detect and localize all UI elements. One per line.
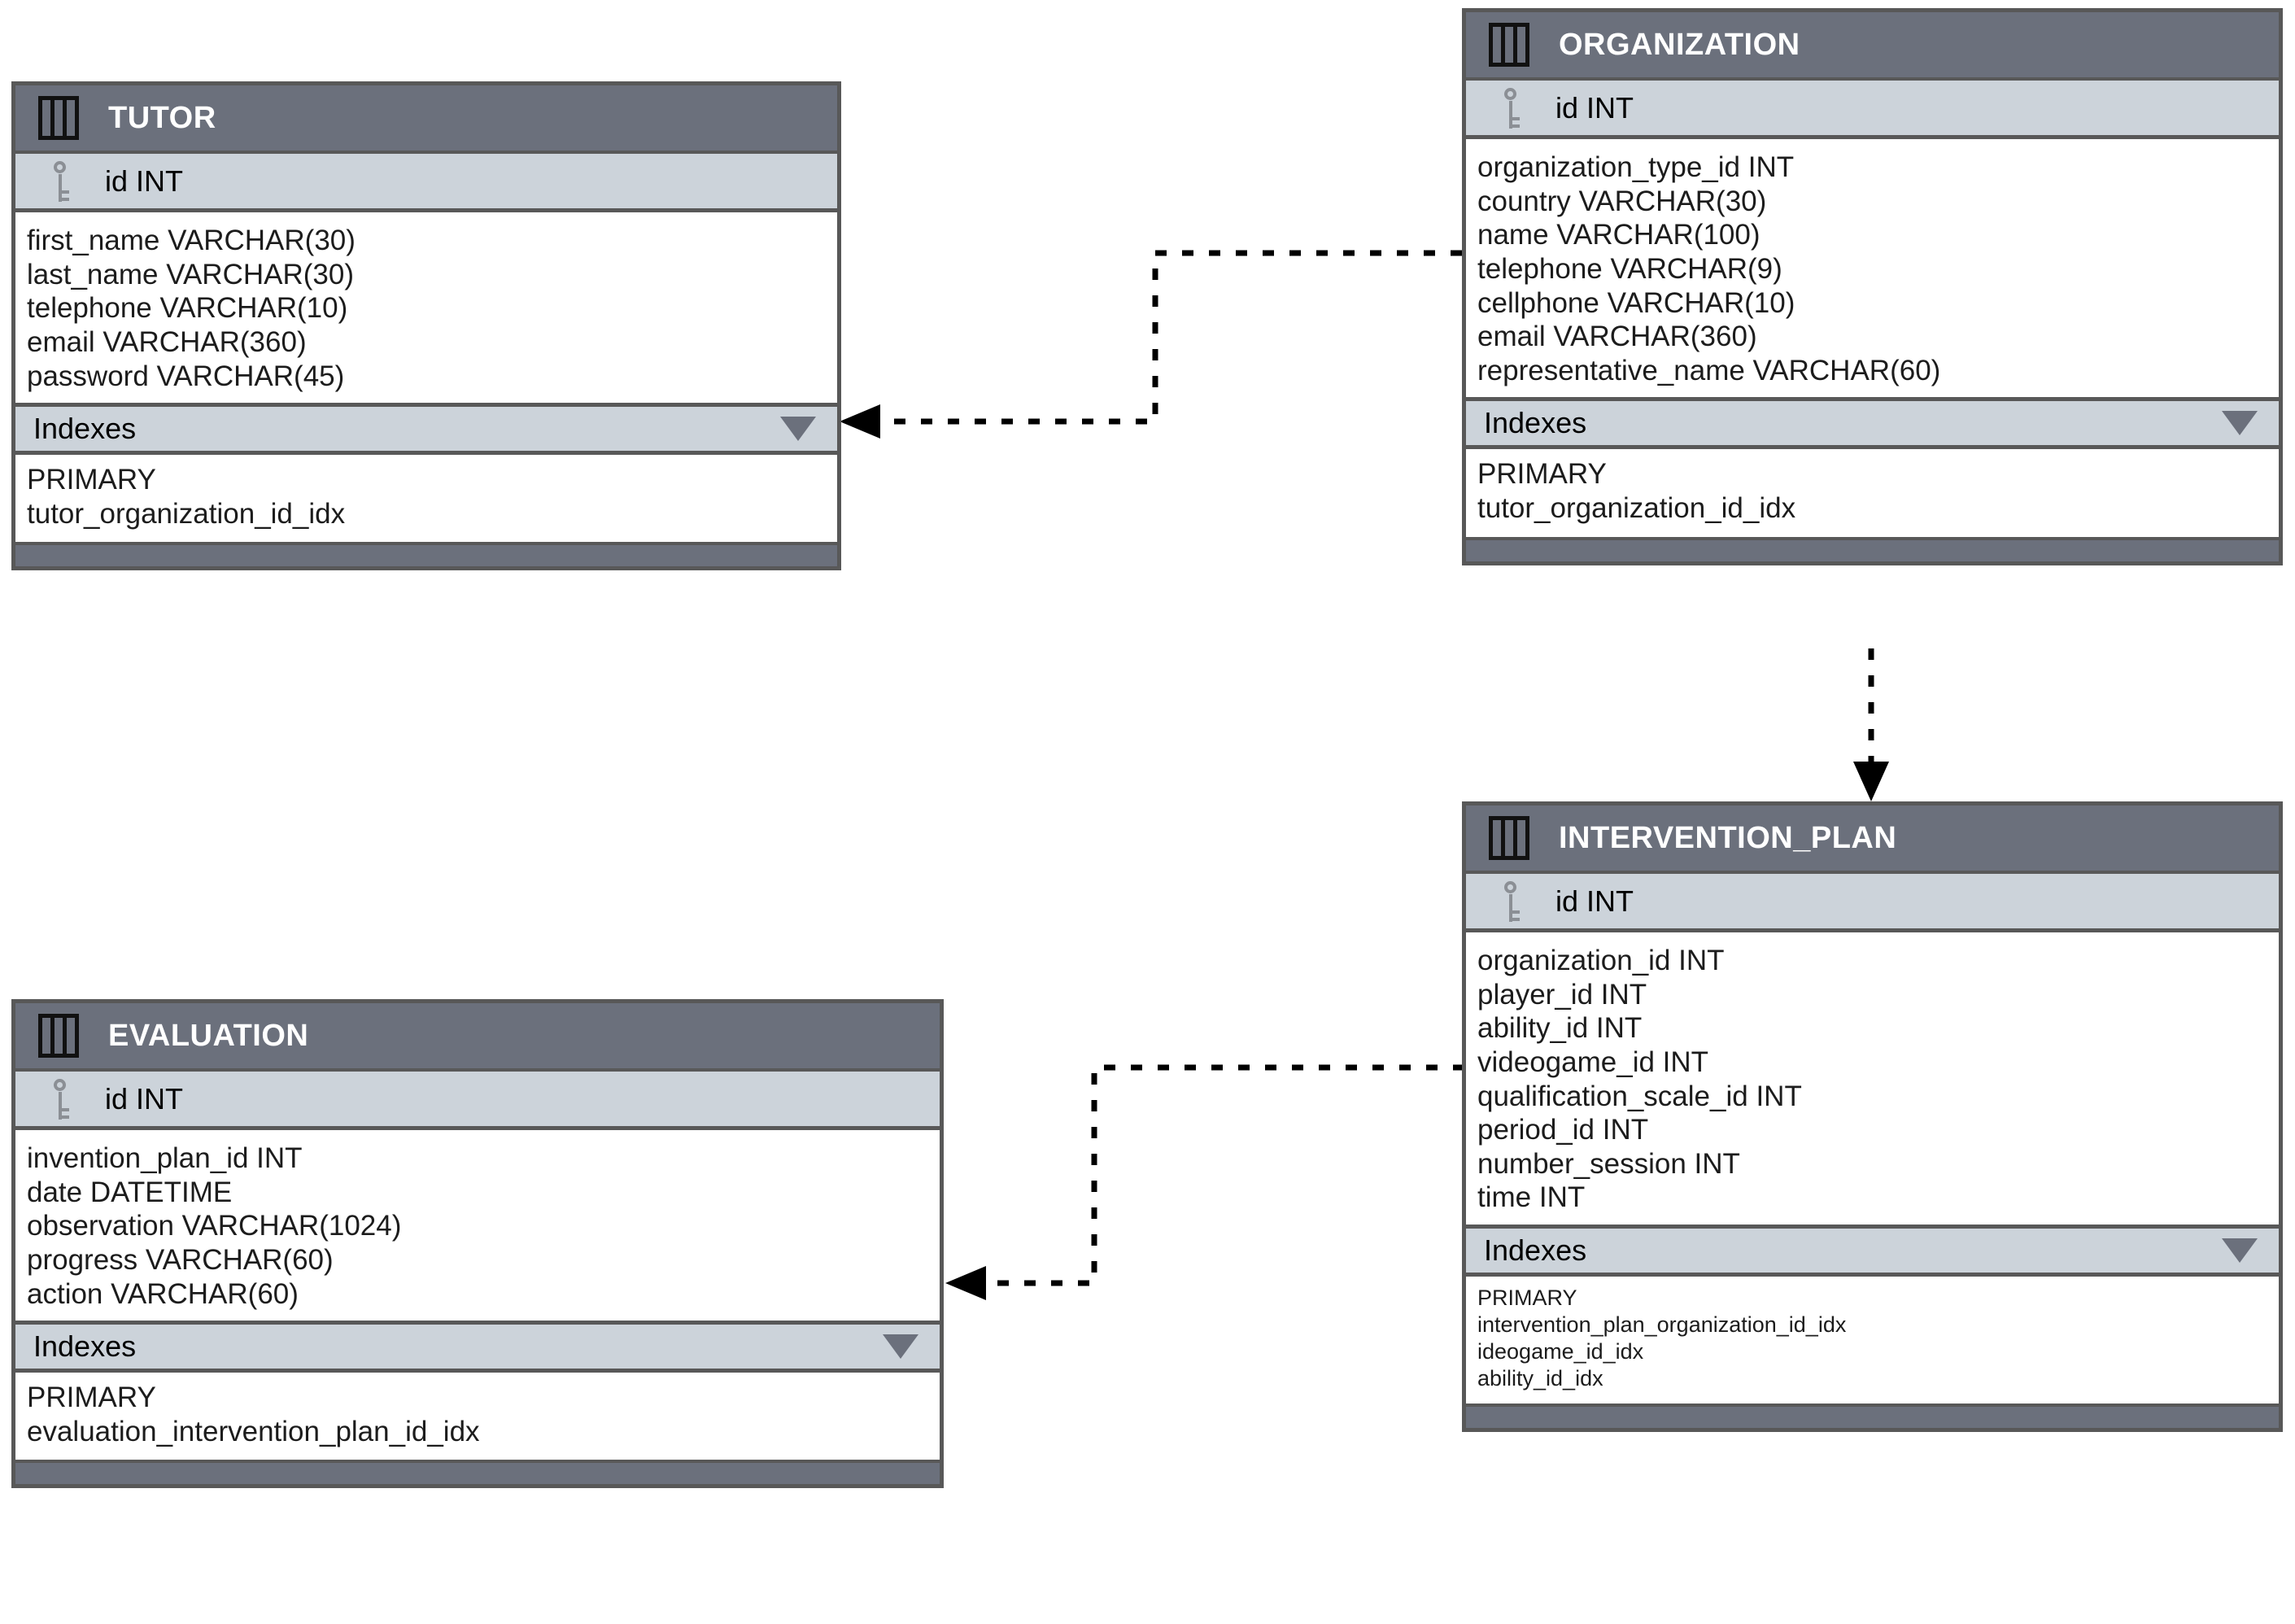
column-row[interactable]: invention_plan_id INT xyxy=(27,1142,303,1174)
indexes-label: Indexes xyxy=(33,1329,137,1364)
column-row[interactable]: representative_name VARCHAR(60) xyxy=(1477,354,1941,386)
index-row[interactable]: ability_id_idx xyxy=(1477,1365,1603,1390)
entity-title: EVALUATION xyxy=(108,1018,309,1053)
entity-title: TUTOR xyxy=(108,100,216,135)
key-icon xyxy=(1502,87,1523,129)
column-row[interactable]: date DATETIME xyxy=(27,1176,233,1208)
index-row[interactable]: tutor_organization_id_idx xyxy=(1477,492,1796,525)
primary-key-row[interactable]: id INT xyxy=(1466,874,2279,932)
column-row[interactable]: progress VARCHAR(60) xyxy=(27,1243,334,1276)
column-row[interactable]: last_name VARCHAR(30) xyxy=(27,258,354,290)
column-row[interactable]: observation VARCHAR(1024) xyxy=(27,1210,402,1242)
column-row[interactable]: organization_type_id INT xyxy=(1477,151,1795,183)
indexes-section-header[interactable]: Indexes xyxy=(15,403,837,456)
primary-key-label: id INT xyxy=(105,164,184,198)
indexes-section-header[interactable]: Indexes xyxy=(1466,1225,2279,1277)
entity-footer xyxy=(15,542,837,567)
indexes-label: Indexes xyxy=(1484,1233,1587,1268)
chevron-down-icon[interactable] xyxy=(2222,411,2258,436)
indexes-section-header[interactable]: Indexes xyxy=(15,1321,940,1373)
chevron-down-icon[interactable] xyxy=(780,417,816,442)
table-icon xyxy=(1489,23,1529,67)
column-row[interactable]: ability_id INT xyxy=(1477,1012,1643,1045)
column-row[interactable]: telephone VARCHAR(9) xyxy=(1477,252,1782,285)
key-icon xyxy=(1502,880,1523,922)
column-list: organization_type_id INT country VARCHAR… xyxy=(1466,139,2279,398)
index-row[interactable]: tutor_organization_id_idx xyxy=(27,497,346,530)
entity-title: ORGANIZATION xyxy=(1559,27,1800,62)
index-row[interactable]: PRIMARY xyxy=(1477,1286,1577,1311)
entity-header-evaluation[interactable]: EVALUATION xyxy=(15,1003,940,1072)
column-row[interactable]: country VARCHAR(30) xyxy=(1477,185,1767,217)
entity-footer xyxy=(1466,536,2279,561)
entity-title: INTERVENTION_PLAN xyxy=(1559,820,1897,855)
column-row[interactable]: password VARCHAR(45) xyxy=(27,360,345,392)
index-row[interactable]: PRIMARY xyxy=(27,464,156,496)
column-row[interactable]: player_id INT xyxy=(1477,978,1647,1011)
table-icon xyxy=(1489,816,1529,860)
index-list: PRIMARY evaluation_intervention_plan_id_… xyxy=(15,1373,940,1460)
column-row[interactable]: first_name VARCHAR(30) xyxy=(27,225,356,256)
index-list: PRIMARY tutor_organization_id_idx xyxy=(1466,449,2279,537)
chevron-down-icon[interactable] xyxy=(883,1334,918,1360)
column-row[interactable]: period_id INT xyxy=(1477,1114,1649,1146)
primary-key-label: id INT xyxy=(1555,884,1634,918)
primary-key-row[interactable]: id INT xyxy=(15,154,837,212)
entity-footer xyxy=(15,1460,940,1485)
indexes-section-header[interactable]: Indexes xyxy=(1466,397,2279,450)
column-row[interactable]: telephone VARCHAR(10) xyxy=(27,292,348,325)
index-list: PRIMARY intervention_plan_organization_i… xyxy=(1466,1277,2279,1404)
column-list: first_name VARCHAR(30) last_name VARCHAR… xyxy=(15,212,837,404)
entity-footer xyxy=(1466,1403,2279,1428)
entity-header-intervention-plan[interactable]: INTERVENTION_PLAN xyxy=(1466,805,2279,874)
primary-key-label: id INT xyxy=(105,1081,184,1115)
table-icon xyxy=(38,96,79,140)
column-row[interactable]: time INT xyxy=(1477,1181,1586,1214)
chevron-down-icon[interactable] xyxy=(2222,1238,2258,1264)
column-row[interactable]: email VARCHAR(360) xyxy=(27,325,307,358)
index-row[interactable]: PRIMARY xyxy=(1477,458,1607,491)
indexes-label: Indexes xyxy=(33,412,137,446)
column-row[interactable]: action VARCHAR(60) xyxy=(27,1277,299,1310)
column-row[interactable]: videogame_id INT xyxy=(1477,1046,1709,1078)
primary-key-row[interactable]: id INT xyxy=(1466,81,2279,139)
column-row[interactable]: organization_id INT xyxy=(1477,945,1725,976)
index-row[interactable]: PRIMARY xyxy=(27,1382,156,1414)
key-icon xyxy=(51,1078,72,1120)
primary-key-label: id INT xyxy=(1555,90,1634,124)
indexes-label: Indexes xyxy=(1484,406,1587,440)
entity-header-tutor[interactable]: TUTOR xyxy=(15,85,837,154)
entity-organization[interactable]: ORGANIZATION id INT organization_type_id… xyxy=(1462,8,2283,565)
index-row[interactable]: ideogame_id_idx xyxy=(1477,1339,1644,1364)
entity-intervention-plan[interactable]: INTERVENTION_PLAN id INT organization_id… xyxy=(1462,801,2283,1432)
column-list: organization_id INT player_id INT abilit… xyxy=(1466,932,2279,1225)
column-row[interactable]: qualification_scale_id INT xyxy=(1477,1080,1802,1112)
table-icon xyxy=(38,1014,79,1058)
column-row[interactable]: name VARCHAR(100) xyxy=(1477,219,1761,251)
relationship-organization-tutor xyxy=(840,250,1462,439)
index-list: PRIMARY tutor_organization_id_idx xyxy=(15,455,837,543)
entity-evaluation[interactable]: EVALUATION id INT invention_plan_id INT … xyxy=(11,999,944,1489)
column-row[interactable]: email VARCHAR(360) xyxy=(1477,321,1757,353)
index-row[interactable]: intervention_plan_organization_id_idx xyxy=(1477,1312,1847,1338)
column-list: invention_plan_id INT date DATETIME obse… xyxy=(15,1130,940,1321)
entity-tutor[interactable]: TUTOR id INT first_name VARCHAR(30) last… xyxy=(11,81,841,571)
key-icon xyxy=(51,160,72,202)
entity-header-organization[interactable]: ORGANIZATION xyxy=(1466,12,2279,81)
relationship-organization-intervention-plan xyxy=(1853,648,1889,801)
primary-key-row[interactable]: id INT xyxy=(15,1072,940,1130)
index-row[interactable]: evaluation_intervention_plan_id_idx xyxy=(27,1415,480,1447)
relationship-intervention-plan-evaluation xyxy=(945,1064,1464,1300)
column-row[interactable]: cellphone VARCHAR(10) xyxy=(1477,286,1795,319)
column-row[interactable]: number_session INT xyxy=(1477,1147,1740,1180)
